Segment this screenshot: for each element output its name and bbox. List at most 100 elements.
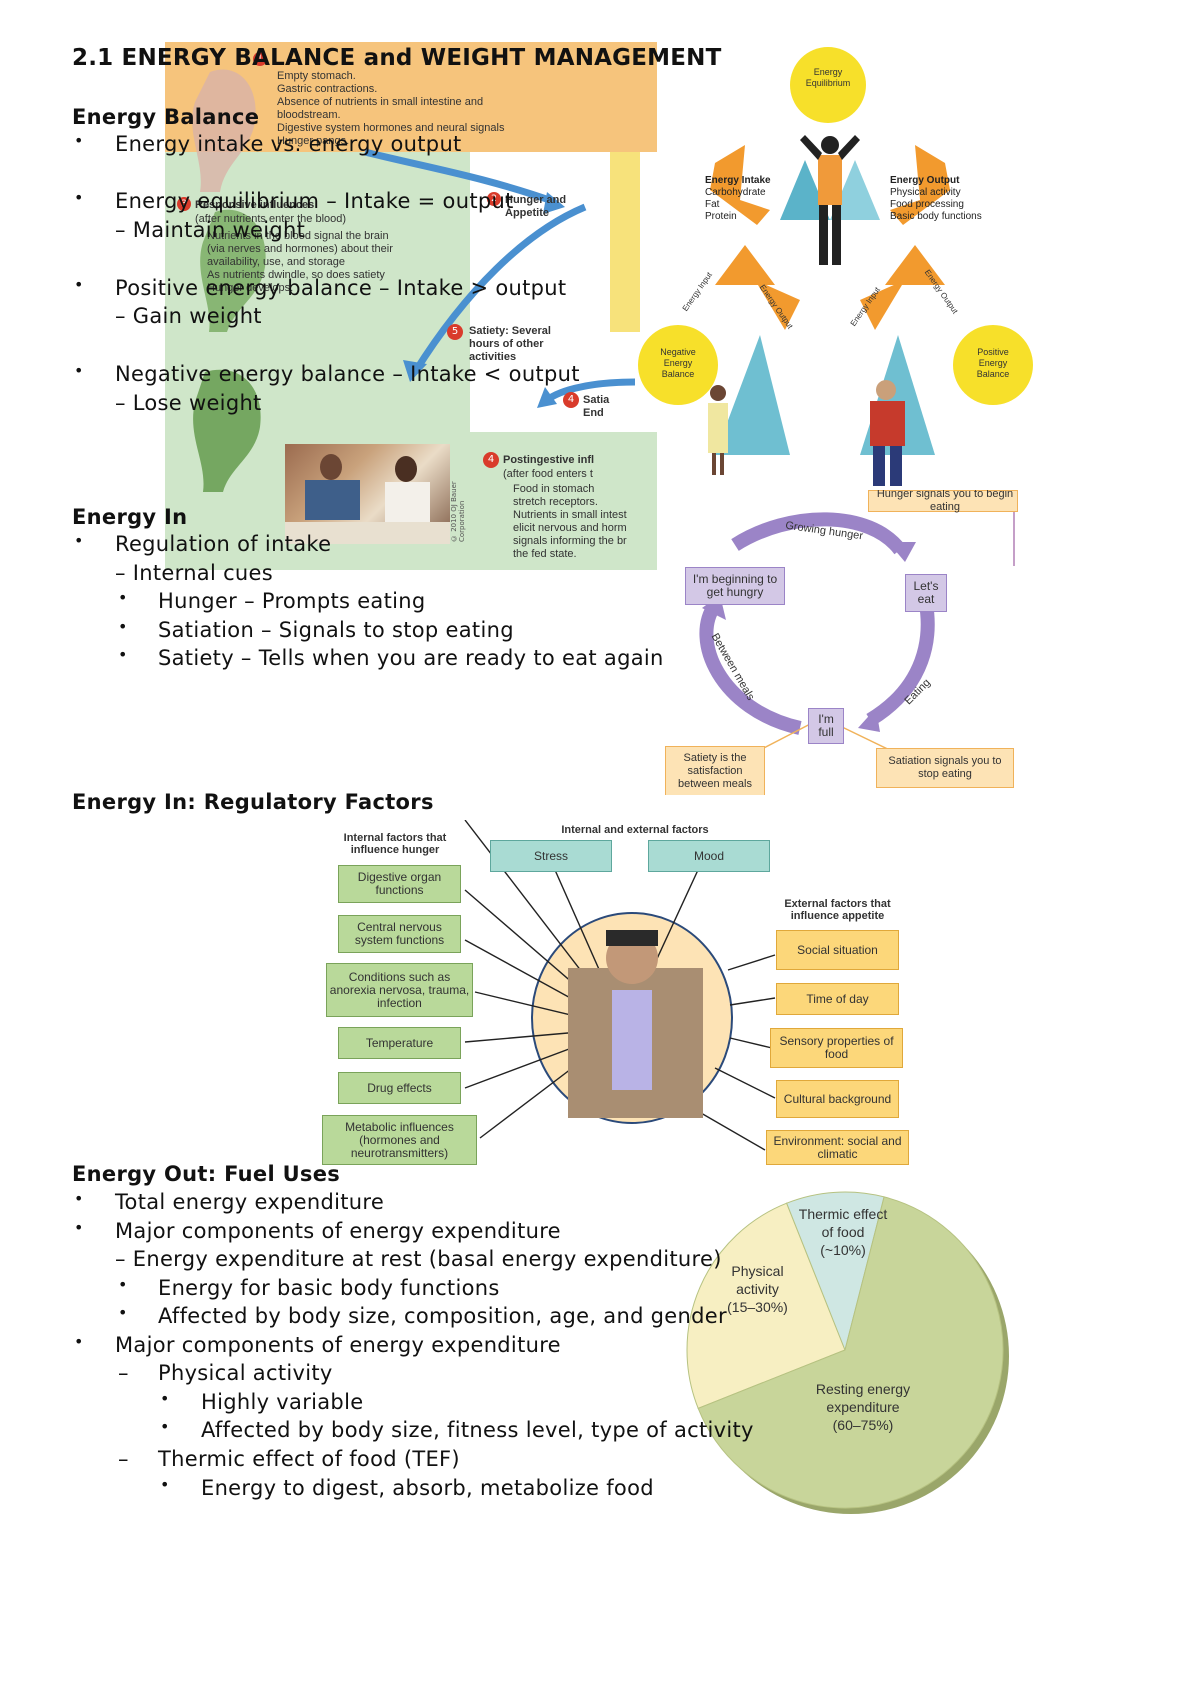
slice-label: Thermic effect of food	[798, 1206, 888, 1240]
top-item: Empty stomach.	[277, 70, 356, 82]
list-subitem: Physical activity	[158, 1361, 333, 1385]
person-shirt	[305, 480, 360, 520]
list-item: Major components of energy expenditure	[115, 1219, 561, 1243]
bullet: •	[118, 588, 128, 607]
output-block: Energy Output Physical activity Food pro…	[890, 175, 982, 223]
responsive-items: Nutrients in the blood signal the brain …	[207, 230, 393, 295]
list-subitem: Satiety – Tells when you are ready to ea…	[158, 646, 664, 670]
shared-factor-box: Mood	[648, 840, 770, 872]
pie-chart	[686, 1191, 1009, 1514]
slice-range: (15–30%)	[727, 1299, 788, 1315]
satiety-box: Satiety is the satisfaction between meal…	[665, 746, 765, 795]
bullet: •	[118, 1275, 128, 1294]
postingestive-item: signals informing the br	[513, 535, 627, 547]
responsive-item: availability, use, and storage	[207, 256, 345, 268]
intake-item: Fat	[705, 199, 720, 210]
step-badge-4a: 4	[563, 392, 579, 408]
couple-eating-photo	[285, 444, 450, 544]
list-subitem: Thermic effect of food (TEF)	[158, 1447, 460, 1471]
satiation-label: Satia End	[583, 394, 610, 419]
energy-balance-art	[638, 47, 1033, 486]
responsive-item: Nutrients in the blood signal the brain	[207, 230, 389, 242]
output-title: Energy Output	[890, 175, 960, 186]
list-item: Major components of energy expenditure	[115, 1333, 561, 1357]
hunger-appetite-figure: Empty stomach. Gastric contractions. Abs…	[165, 42, 657, 570]
positive-balance-label: Positive Energy Balance	[976, 347, 1010, 379]
person-head	[320, 454, 342, 480]
bullet: •	[160, 1475, 170, 1494]
dash-marker: –	[118, 1361, 129, 1385]
table-plates	[285, 522, 450, 544]
external-factor-box: Sensory properties of food	[770, 1028, 903, 1068]
list-item: Negative energy balance – Intake < outpu…	[115, 362, 580, 386]
step-badge-2: 2	[487, 192, 501, 206]
satiation-box: Satiation signals you to stop eating	[876, 748, 1014, 788]
bullet: •	[74, 131, 84, 150]
postingestive-item: the fed state.	[513, 548, 577, 560]
slice-label: Physical activity	[731, 1263, 784, 1297]
dash-marker: –	[118, 1447, 129, 1471]
slice-range: (60–75%)	[832, 1417, 894, 1433]
step-badge-3: 3	[177, 197, 191, 211]
bullet: •	[118, 645, 128, 664]
regulatory-factors-figure: Internal factors that influence hunger I…	[320, 820, 920, 1165]
bullet: •	[74, 188, 84, 207]
im-full-box: I'm full	[808, 708, 844, 744]
lets-eat-box: Let's eat	[905, 574, 947, 612]
bullet: •	[74, 1218, 84, 1237]
regulatory-factors-heading: Energy In: Regulatory Factors	[72, 790, 434, 814]
pie-slice	[697, 1196, 1004, 1509]
hunger-signals-box: Hunger signals you to begin eating	[868, 490, 1018, 513]
list-subsubitem: Highly variable	[201, 1390, 364, 1414]
intake-item: Carbohydrate	[705, 187, 766, 198]
person-shirt	[385, 482, 430, 522]
step-badge-5: 5	[447, 324, 463, 340]
bullet: •	[160, 1389, 170, 1408]
energy-expenditure-pie: Thermic effect of food (~10%) Physical a…	[680, 1185, 1025, 1515]
step-badge-1: 1	[253, 52, 267, 66]
energy-in-heading: Energy In	[72, 505, 188, 529]
top-item: Absence of nutrients in small intestine …	[277, 96, 484, 108]
intake-block: Energy Intake Carbohydrate Fat Protein	[705, 175, 771, 223]
responsive-item: Hunger develops.	[207, 282, 294, 294]
top-item: Gastric contractions.	[277, 83, 378, 95]
bullet: •	[74, 361, 84, 380]
top-item: Digestive system hormones and neural sig…	[277, 122, 505, 134]
stomach-illustrations	[192, 69, 636, 492]
list-subitem: – Gain weight	[115, 304, 262, 328]
internal-external-title: Internal and external factors	[561, 824, 709, 836]
internal-factor-box: Digestive organ functions	[338, 865, 461, 903]
external-factor-box: Environment: social and climatic	[766, 1130, 909, 1165]
postingestive-sub: (after food enters t	[503, 468, 593, 480]
list-subitem: – Lose weight	[115, 391, 262, 415]
beginning-hungry-box: I'm beginning to get hungry	[685, 567, 785, 605]
list-subitem: Satiation – Signals to stop eating	[158, 618, 514, 642]
list-subitem: Hunger – Prompts eating	[158, 589, 426, 613]
external-factor-box: Cultural background	[776, 1080, 899, 1118]
internal-factor-box: Conditions such as anorexia nervosa, tra…	[326, 963, 473, 1017]
shared-factor-box: Stress	[490, 840, 612, 872]
slice-label: Resting energy expenditure	[815, 1381, 911, 1415]
energy-out-heading: Energy Out: Fuel Uses	[72, 1162, 341, 1186]
list-subitem: – Internal cues	[115, 561, 274, 585]
top-item: Hunger pangs.	[277, 135, 350, 147]
photo-copyright: © 2010 OJ Bauer Corporation	[450, 481, 466, 542]
list-subitem: Affected by body size, composition, age,…	[158, 1304, 727, 1328]
top-items: Empty stomach. Gastric contractions. Abs…	[277, 70, 504, 148]
external-factor-box: Time of day	[776, 983, 899, 1015]
postingestive-item: stretch receptors.	[513, 496, 598, 508]
slice-range: (~10%)	[820, 1242, 866, 1258]
pie-label-activity: Physical activity (15–30%)	[720, 1262, 795, 1316]
intake-title: Energy Intake	[705, 175, 771, 186]
responsive-item: (via nerves and hormones) about their	[207, 243, 393, 255]
postingestive-item: elicit nervous and horm	[513, 522, 627, 534]
equilibrium-label: Energy Equilibrium	[805, 67, 851, 88]
list-subitem: Energy for basic body functions	[158, 1276, 500, 1300]
right-yellow-strip	[610, 152, 640, 332]
pie-label-resting: Resting energy expenditure (60–75%)	[798, 1380, 928, 1434]
energy-balance-heading: Energy Balance	[72, 105, 260, 129]
bullet: •	[118, 617, 128, 636]
satiety-label: Satiety: Several hours of other activiti…	[469, 325, 551, 363]
list-subitem: – Maintain weight	[115, 218, 306, 242]
top-item: bloodstream.	[277, 109, 341, 121]
